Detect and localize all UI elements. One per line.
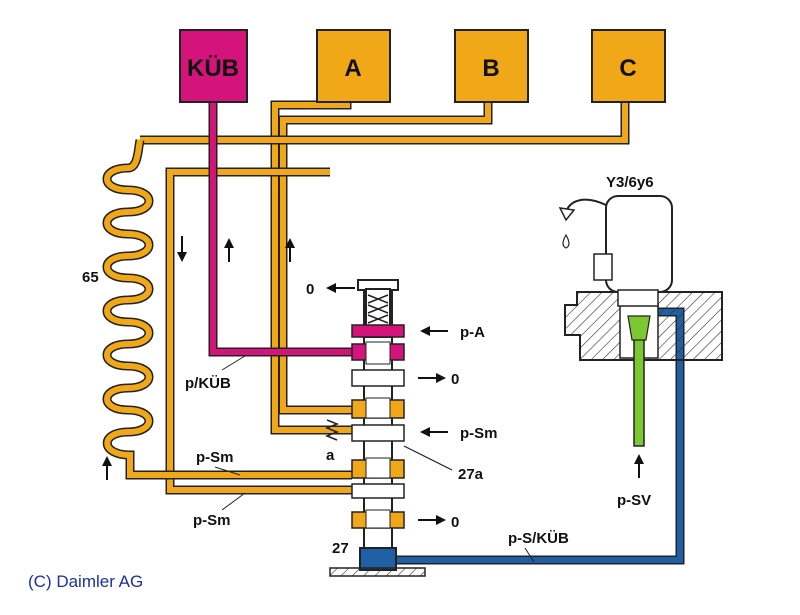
leader-p-sm-lower	[221, 492, 246, 511]
box-kub-label: KÜB	[187, 55, 239, 82]
line-b	[278, 95, 493, 415]
valve-27	[329, 279, 426, 577]
label-p-a: p-A	[460, 324, 485, 341]
arrow-left-icon	[420, 427, 448, 437]
label-p-kub: p/KÜB	[185, 375, 231, 392]
line-c	[140, 95, 630, 145]
arrow-right-icon	[418, 373, 446, 383]
arrow-left-icon	[420, 326, 448, 336]
label-orifice-a: a	[326, 447, 335, 464]
line-p-sm-inner	[165, 167, 352, 495]
leader-p-s-kub	[524, 547, 535, 563]
flow-arrows	[102, 236, 295, 480]
label-valve-27a: 27a	[458, 466, 484, 483]
arrow-up-icon	[102, 456, 112, 480]
box-b-label: B	[482, 55, 499, 82]
copyright-notice: (C) Daimler AG	[28, 572, 143, 591]
arrow-up-icon	[285, 238, 295, 262]
label-p-sm-right: p-Sm	[460, 425, 498, 442]
arrow-up-icon	[634, 454, 644, 478]
spring-65-line	[102, 139, 352, 480]
box-a: A	[316, 29, 391, 103]
arrow-left-icon	[326, 283, 355, 293]
box-c: C	[591, 29, 666, 103]
box-b: B	[454, 29, 529, 103]
label-spring-65: 65	[82, 269, 99, 286]
box-a-label: A	[344, 55, 361, 82]
solenoid-valve	[558, 195, 723, 447]
box-kub: KÜB	[179, 29, 248, 103]
label-valve-27: 27	[332, 540, 349, 557]
leader-p-sm-upper	[214, 466, 241, 476]
line-kub	[208, 95, 358, 357]
droplet-icon	[562, 233, 570, 249]
leader-p-kub	[221, 355, 246, 371]
label-solenoid: Y3/6y6	[606, 174, 654, 191]
port-arrows	[326, 283, 448, 525]
label-zero-top: 0	[306, 281, 314, 298]
arrow-down-icon	[177, 236, 187, 262]
label-p-sm-upper: p-Sm	[196, 449, 234, 466]
label-zero-mid: 0	[451, 371, 459, 388]
label-p-sm-lower: p-Sm	[193, 512, 231, 529]
label-zero-bottom: 0	[451, 514, 459, 531]
arrow-up-icon	[224, 238, 234, 262]
arrow-right-icon	[418, 515, 446, 525]
orifice-a-symbol	[324, 419, 340, 441]
leader-27a	[403, 445, 453, 471]
label-p-s-kub: p-S/KÜB	[508, 530, 569, 547]
label-p-sv: p-SV	[617, 492, 651, 509]
box-c-label: C	[619, 55, 636, 82]
